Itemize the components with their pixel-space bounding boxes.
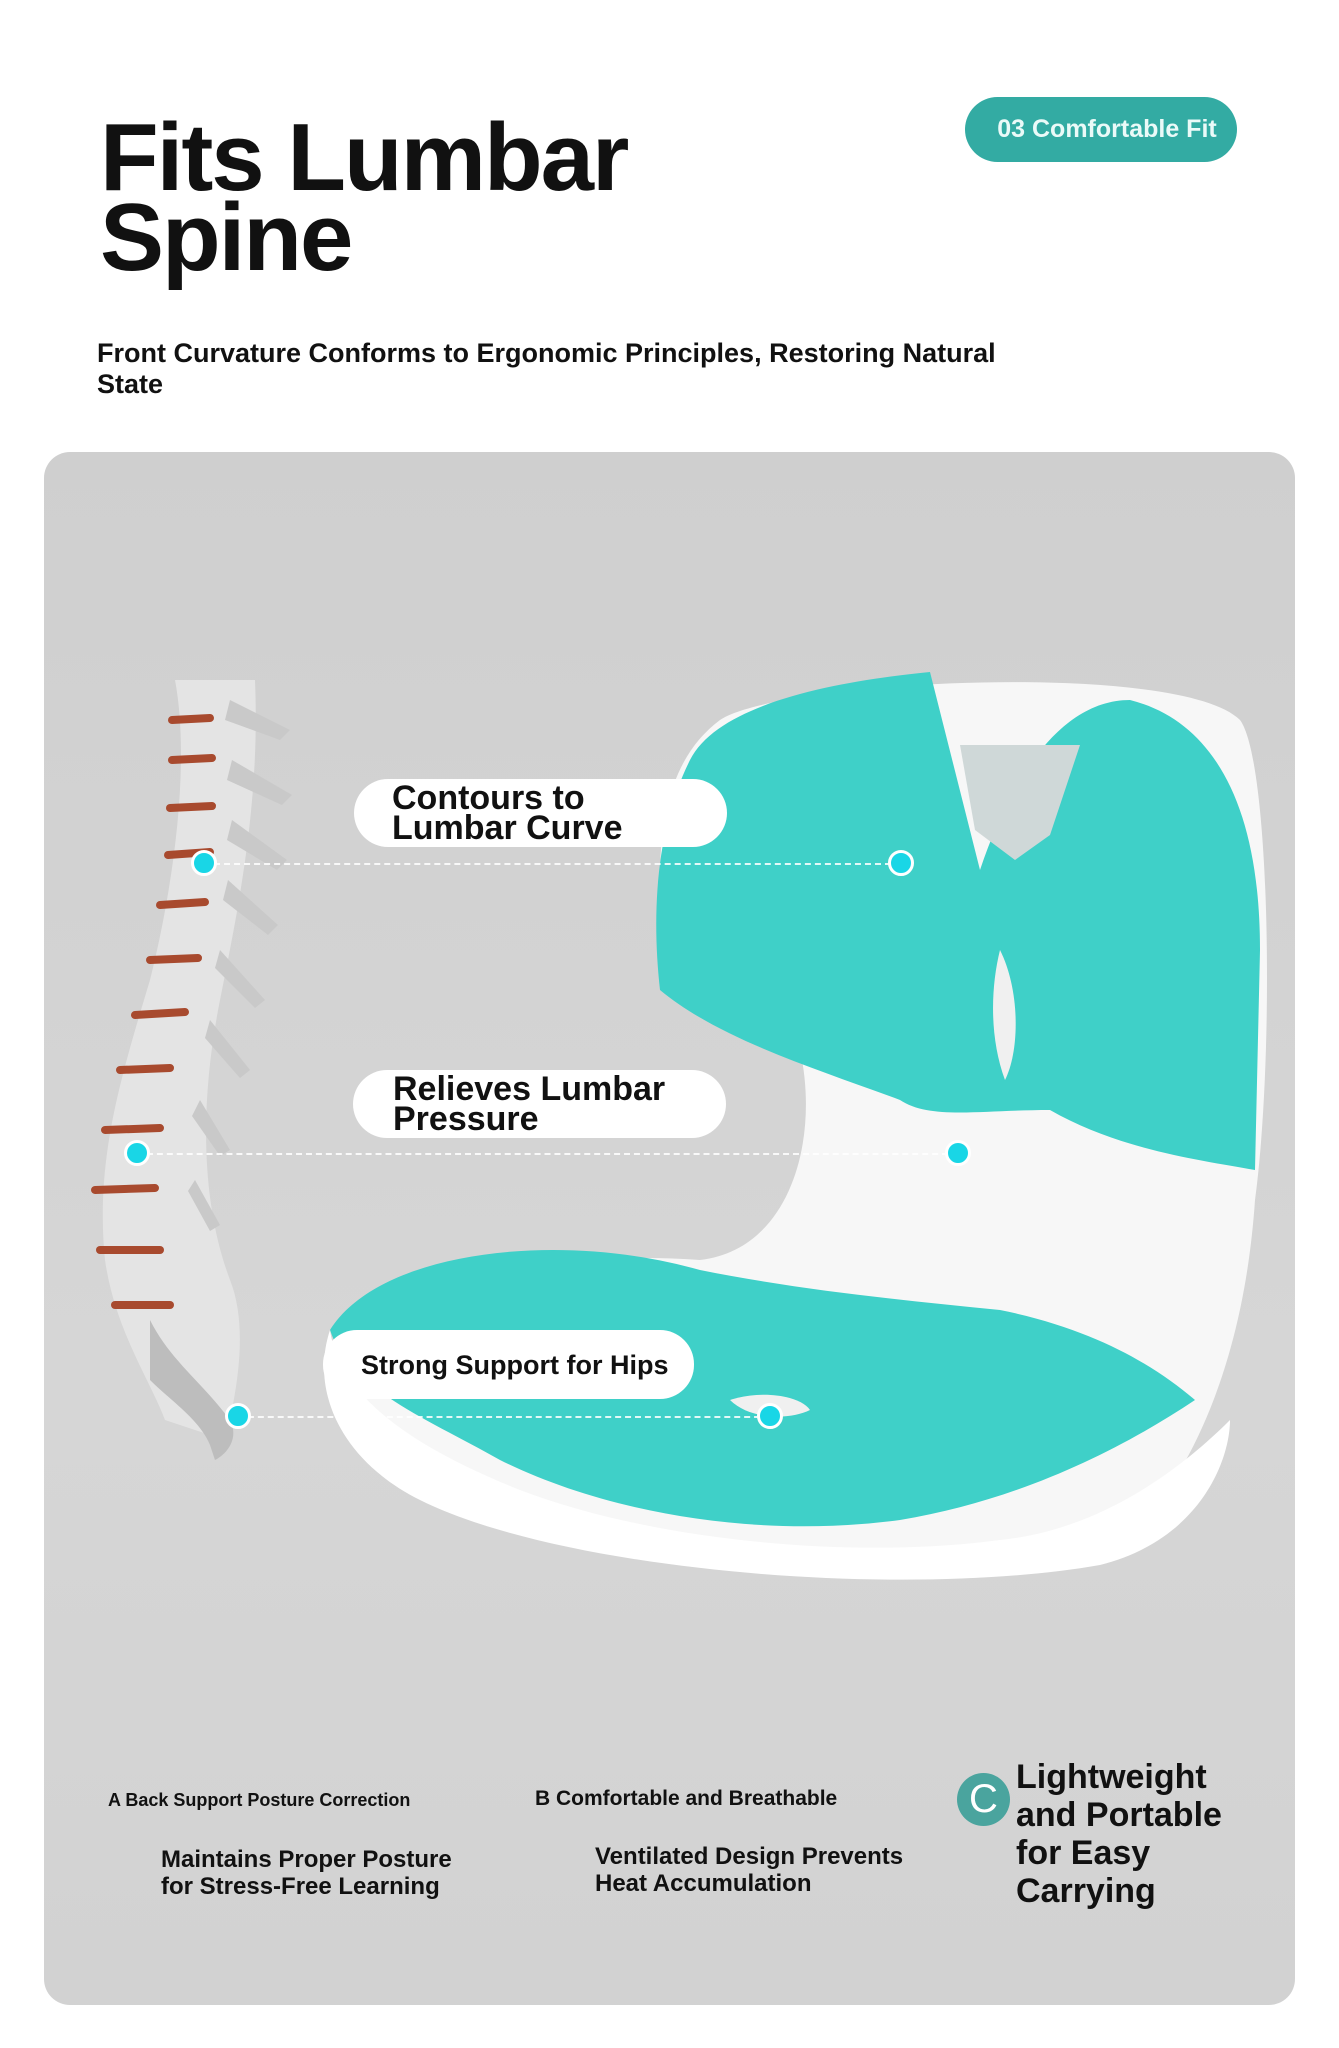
callout-line (238, 1416, 770, 1418)
spine-marker-dot (191, 850, 217, 876)
callout-text: Strong Support for Hips (361, 1349, 669, 1380)
description-line: Maintains Proper Posture (161, 1846, 452, 1873)
callout-text: Contours to (392, 779, 585, 817)
spine-marker-dot (124, 1140, 150, 1166)
spine-illustration (91, 680, 292, 1460)
chair-marker-dot (888, 850, 914, 876)
feature-c-text: Lightweight and Portable for Easy Carryi… (1016, 1758, 1276, 1910)
description-line: Heat Accumulation (595, 1870, 812, 1897)
feature-b-description: Ventilated Design Prevents Heat Accumula… (595, 1843, 903, 1897)
description-line: Ventilated Design Prevents (595, 1843, 904, 1870)
callout-hip-support: Strong Support for Hips (323, 1330, 694, 1399)
feature-c-line: Carrying (1016, 1872, 1156, 1910)
chair-marker-dot (757, 1403, 783, 1429)
page-title: Fits Lumbar Spine (100, 104, 629, 291)
description-line: for Stress-Free Learning (161, 1873, 440, 1900)
feature-a-heading: A Back Support Posture Correction (108, 1790, 411, 1810)
feature-c-line: Lightweight (1016, 1758, 1207, 1796)
feature-c-line: and Portable (1016, 1796, 1222, 1834)
callout-text: Pressure (393, 1100, 539, 1138)
chair-marker-dot (945, 1140, 971, 1166)
title-line: Fits Lumbar (100, 104, 629, 211)
subtitle: Front Curvature Conforms to Ergonomic Pr… (97, 338, 996, 399)
spine-marker-dot (225, 1403, 251, 1429)
feature-c-letter-badge: C (957, 1773, 1010, 1826)
feature-c-line: for Easy (1016, 1834, 1151, 1872)
callout-line (204, 863, 901, 865)
callout-text: Lumbar Curve (392, 809, 623, 847)
callout-line (137, 1153, 958, 1155)
title-line: Spine (100, 184, 353, 291)
feature-b-heading: B Comfortable and Breathable (535, 1787, 838, 1810)
section-badge: 03 Comfortable Fit (965, 97, 1237, 162)
callout-text: Relieves Lumbar (393, 1070, 666, 1108)
feature-a-description: Maintains Proper Posture for Stress-Free… (161, 1846, 452, 1900)
